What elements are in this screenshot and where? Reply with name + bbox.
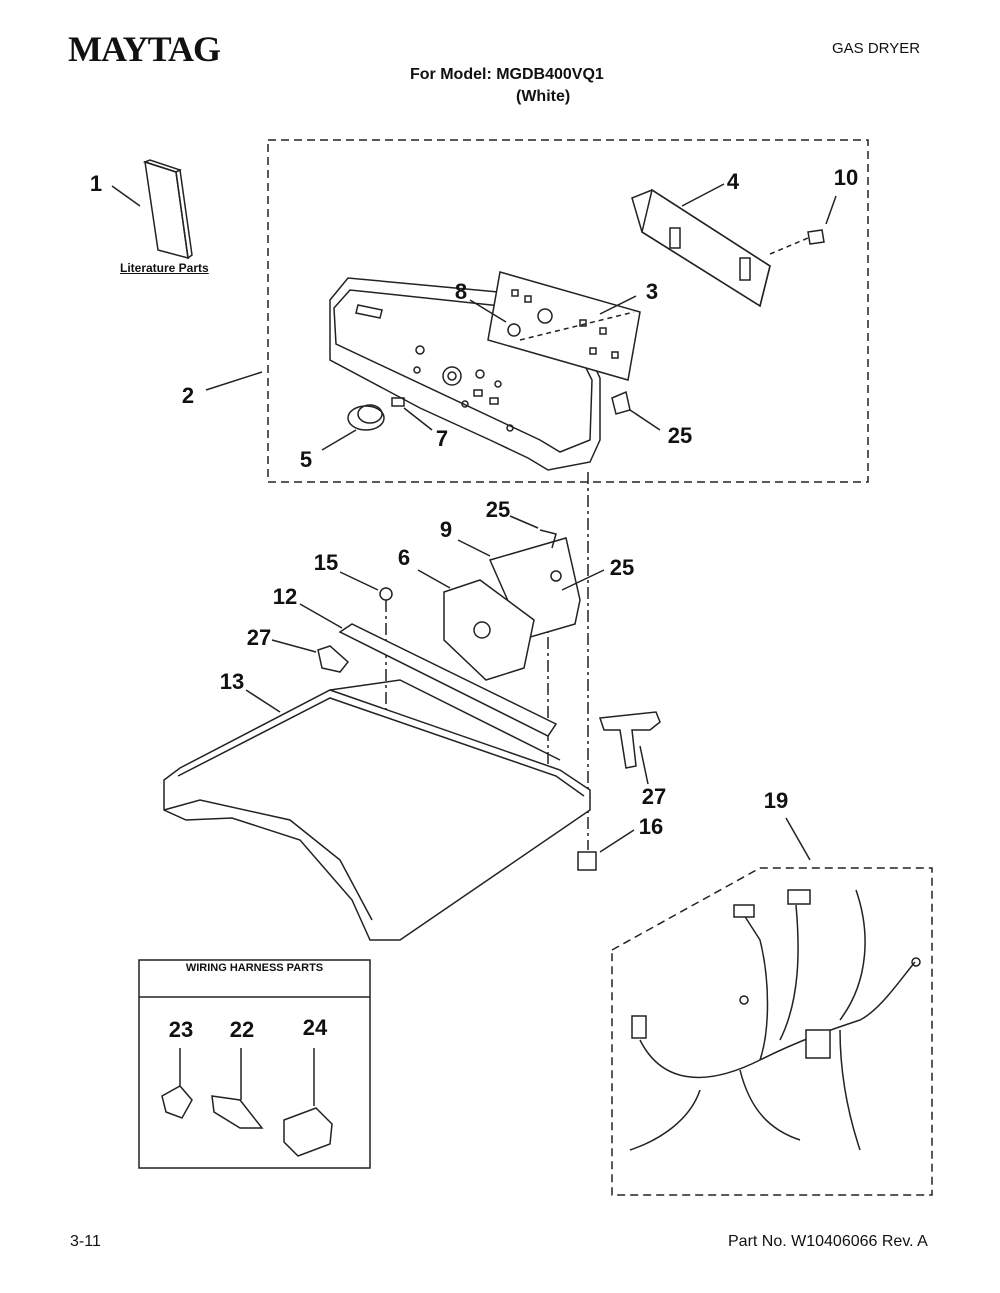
callout-1: 1 (89, 171, 103, 196)
callout-27-right: 27 (641, 784, 667, 809)
screw-25-mid (539, 529, 557, 549)
callout-7: 7 (435, 426, 449, 451)
leader-lines (111, 183, 837, 861)
callout-25-right: 25 (609, 555, 635, 580)
product-type: GAS DRYER (832, 40, 921, 57)
callout-25-top: 25 (667, 423, 693, 448)
foam-27-left (317, 645, 350, 673)
wiring-harness (629, 889, 921, 1151)
callout-2: 2 (181, 383, 195, 408)
brand-logo: MAYTAG (68, 29, 221, 69)
page-number: 3-11 (70, 1233, 101, 1250)
screw-10 (769, 229, 825, 255)
callout-13: 13 (219, 669, 245, 694)
model-color: (White) (516, 88, 571, 105)
mounting-bracket (631, 188, 771, 308)
harness-group-box (611, 867, 933, 1196)
wiring-parts-box (138, 959, 371, 1169)
callout-3: 3 (645, 279, 659, 304)
callout-23: 23 (168, 1017, 194, 1042)
callout-6: 6 (397, 545, 411, 570)
control-board (487, 271, 641, 381)
callout-4: 4 (726, 169, 740, 194)
callout-27-left: 27 (246, 625, 272, 650)
knob (347, 404, 385, 431)
harness-parts (161, 1048, 333, 1157)
screw-25-top (611, 390, 631, 415)
nut-15 (379, 587, 393, 601)
callout-8: 8 (454, 279, 468, 304)
timer-switch (443, 579, 535, 681)
main-top (163, 679, 591, 941)
callout-12: 12 (272, 584, 298, 609)
console-group-box (267, 139, 869, 483)
callout-19: 19 (763, 788, 789, 813)
callout-25-mid: 25 (485, 497, 511, 522)
callout-24: 24 (302, 1015, 328, 1040)
wiring-harness-parts-title: WIRING HARNESS PARTS (185, 962, 324, 974)
callout-5: 5 (299, 447, 313, 472)
callout-16: 16 (638, 814, 664, 839)
foam-27-right (598, 711, 661, 769)
callout-22: 22 (229, 1017, 255, 1042)
foot-16 (577, 851, 597, 871)
callout-10: 10 (833, 165, 859, 190)
model-number: For Model: MGDB400VQ1 (410, 66, 604, 83)
spring-clip (391, 397, 405, 407)
part-number: Part No. W10406066 Rev. A (728, 1233, 928, 1250)
literature-parts-label: Literature Parts (120, 261, 209, 275)
strip-12 (338, 623, 558, 737)
callout-9: 9 (439, 517, 453, 542)
button-8 (507, 323, 521, 337)
callout-15: 15 (313, 550, 339, 575)
literature-booklet (142, 159, 193, 260)
